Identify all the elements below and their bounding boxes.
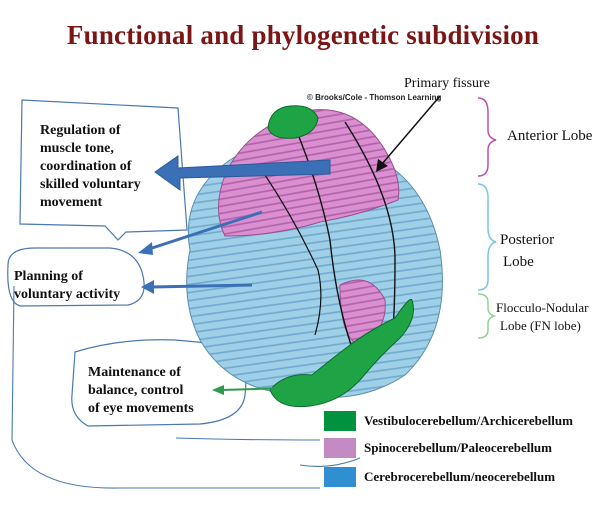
balance-line: balance, control bbox=[88, 383, 184, 398]
flocculus-bottom-shape bbox=[269, 298, 414, 408]
muscle-tone-line: skilled voluntary bbox=[40, 177, 141, 192]
image-credit: © Brooks/Cole - Thomson Learning bbox=[307, 93, 442, 102]
planning-text: Planning of voluntary activity bbox=[14, 268, 120, 304]
flocculo-label-1: Flocculo-Nodular bbox=[496, 300, 589, 315]
arrow-to-muscle-tone bbox=[154, 155, 331, 191]
muscle-tone-line: movement bbox=[40, 195, 103, 210]
balance-line: of eye movements bbox=[88, 401, 194, 416]
legend-swatch bbox=[324, 411, 356, 431]
anterior-bracket bbox=[477, 97, 497, 177]
flocculo-label-2: Lobe (FN lobe) bbox=[500, 318, 581, 333]
legend-item-spinocerebellum: Spinocerebellum/Paleocerebellum bbox=[324, 437, 594, 459]
posterior-lobe-label-2: Lobe bbox=[503, 254, 534, 270]
muscle-tone-line: coordination of bbox=[40, 159, 132, 174]
legend-connector-line bbox=[11, 285, 361, 489]
muscle-tone-line: Regulation of bbox=[40, 123, 121, 138]
muscle-tone-line: muscle tone, bbox=[40, 141, 114, 156]
balance-line: Maintenance of bbox=[88, 365, 181, 380]
legend-label: Spinocerebellum/Paleocerebellum bbox=[364, 440, 552, 455]
balance-text: Maintenance of balance, control of eye m… bbox=[88, 364, 194, 418]
posterior-bracket bbox=[477, 183, 497, 291]
anterior-lobe-label: Anterior Lobe bbox=[507, 128, 593, 144]
flocculo-bracket bbox=[477, 293, 497, 339]
planning-line: Planning of bbox=[14, 269, 83, 284]
legend-label: Cerebrocerebellum/neocerebellum bbox=[364, 469, 556, 484]
primary-fissure-label: Primary fissure bbox=[404, 76, 490, 91]
posterior-lobe-label-1: Posterior bbox=[500, 232, 555, 248]
legend-swatch bbox=[324, 438, 356, 458]
legend-swatch bbox=[324, 467, 356, 487]
legend-label: Vestibulocerebellum/Archicerebellum bbox=[364, 413, 573, 428]
planning-line: voluntary activity bbox=[14, 287, 121, 302]
legend-item-cerebrocerebellum: Cerebrocerebellum/neocerebellum bbox=[324, 466, 594, 488]
muscle-tone-text: Regulation of muscle tone, coordination … bbox=[40, 122, 141, 212]
muscle-tone-box bbox=[19, 99, 188, 241]
legend-item-vestibulocerebellum: Vestibulocerebellum/Archicerebellum bbox=[324, 410, 594, 432]
flocculus-top-shape bbox=[267, 105, 319, 139]
diagram-title: Functional and phylogenetic subdivision bbox=[66, 20, 540, 50]
balance-box bbox=[71, 339, 247, 427]
